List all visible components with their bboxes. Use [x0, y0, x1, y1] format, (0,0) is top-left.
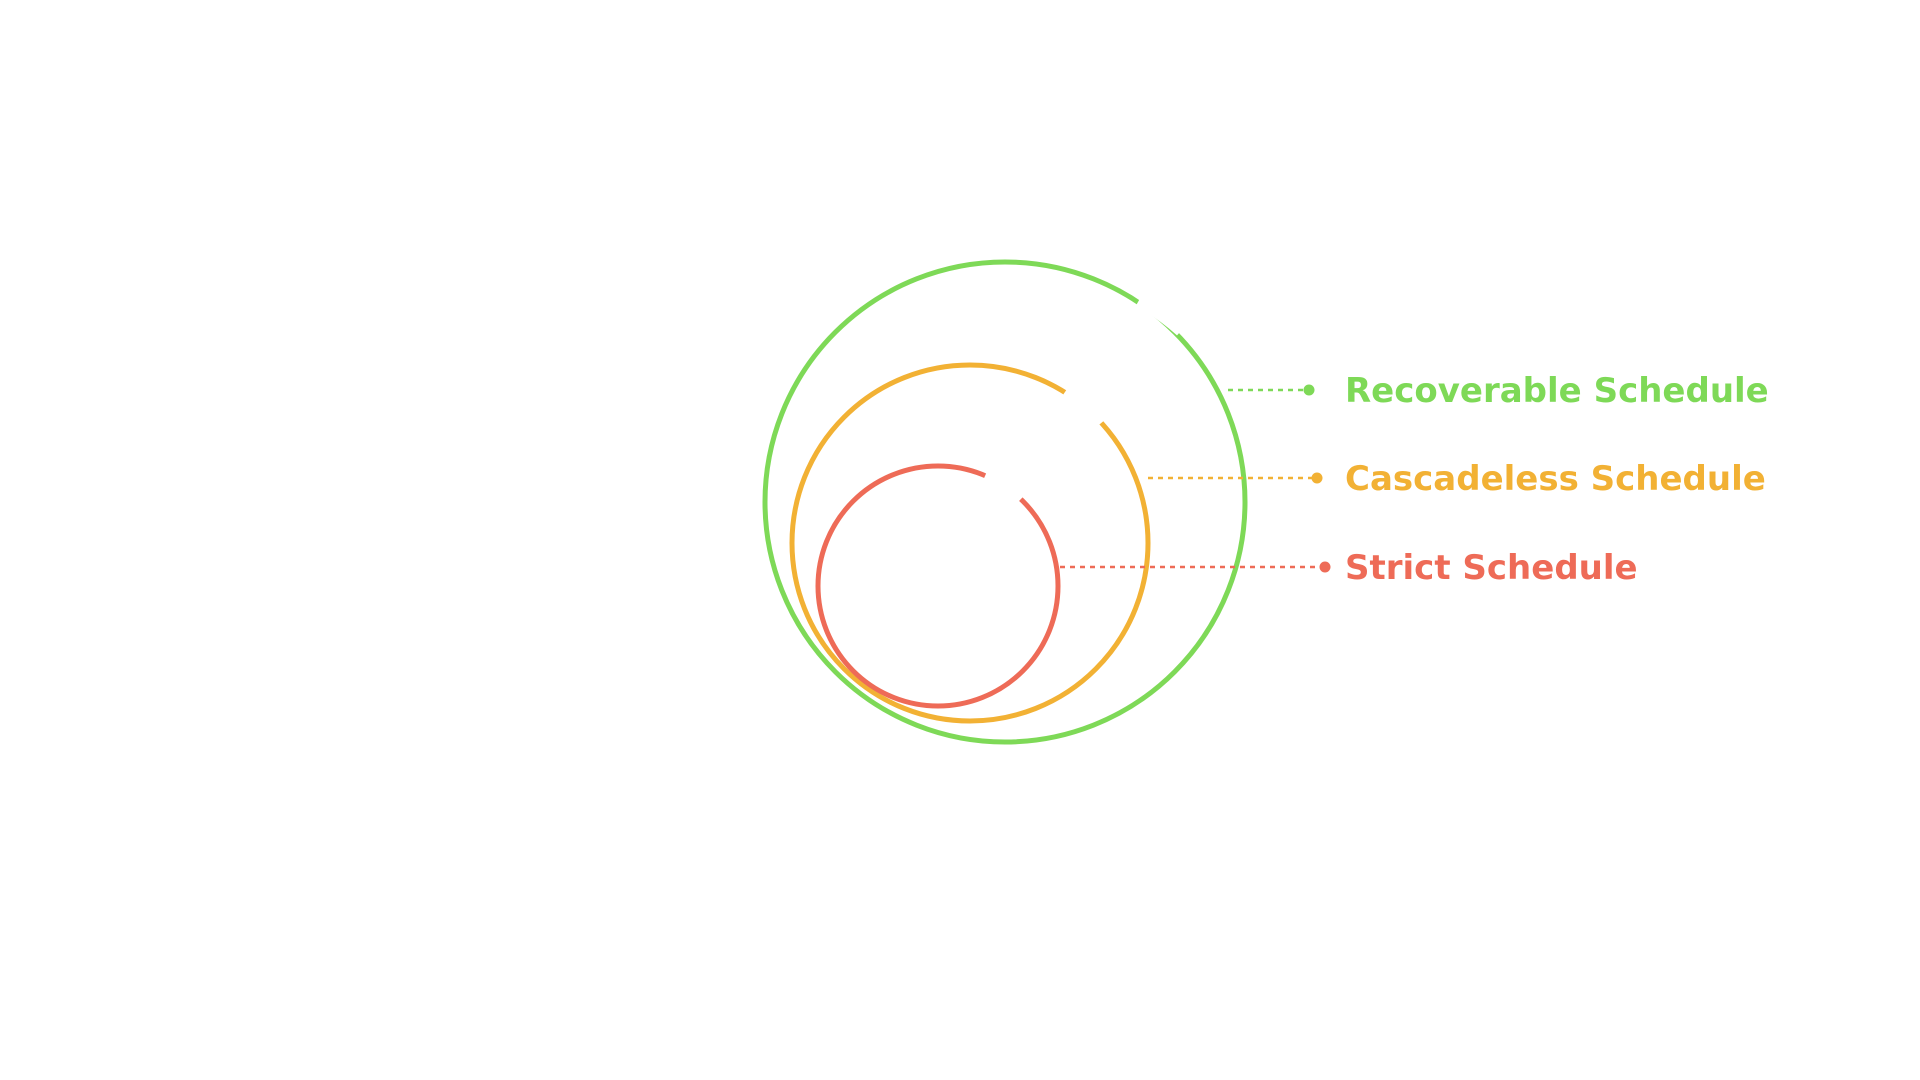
set-cascadeless: Cascadeless Schedule [789, 362, 1766, 724]
set-strict-label: Strict Schedule [1345, 548, 1638, 588]
set-cascadeless-circle [789, 362, 1151, 724]
set-recoverable: Recoverable Schedule [762, 259, 1769, 745]
set-recoverable-leader-dot [1303, 384, 1315, 396]
set-recoverable-gap [1135, 298, 1183, 336]
set-strict: Strict Schedule [815, 463, 1638, 709]
set-recoverable-circle [762, 259, 1248, 745]
set-cascadeless-leader-dot [1311, 472, 1323, 484]
set-strict-gap [983, 471, 1024, 504]
set-strict-leader-dot [1319, 561, 1331, 573]
set-cascadeless-label: Cascadeless Schedule [1345, 459, 1766, 499]
set-strict-circle [815, 463, 1061, 709]
set-recoverable-label: Recoverable Schedule [1345, 371, 1769, 411]
set-cascadeless-gap [1062, 388, 1104, 427]
